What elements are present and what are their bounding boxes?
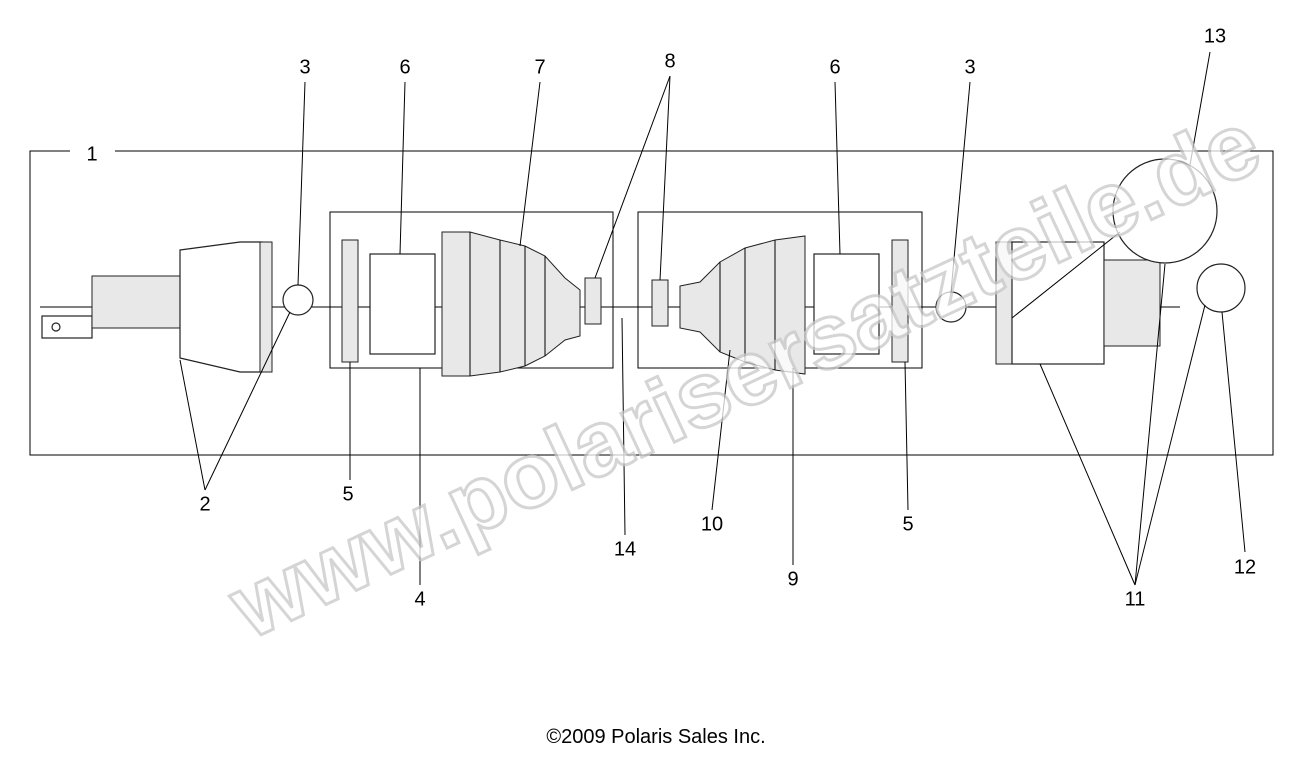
callout-10: 10 — [701, 513, 723, 535]
callout-5-left: 5 — [342, 483, 353, 505]
callout-2: 2 — [199, 493, 210, 515]
clamp-8-right — [651, 279, 669, 327]
callout-12: 12 — [1234, 556, 1256, 578]
callout-4: 4 — [414, 588, 425, 610]
callout-11: 11 — [1125, 588, 1146, 610]
leader-lines — [179, 51, 1246, 586]
ring-12 — [1196, 263, 1246, 313]
callout-1: 1 — [86, 143, 97, 165]
callout-9: 9 — [787, 568, 798, 590]
assembly-box-1 — [29, 150, 1274, 456]
outer-cv-joint — [41, 241, 273, 373]
callout-13: 13 — [1204, 25, 1226, 47]
callout-3-right: 3 — [964, 56, 975, 78]
callout-3-left: 3 — [299, 56, 310, 78]
callout-6-left: 6 — [399, 56, 410, 78]
callout-14: 14 — [614, 538, 636, 560]
inner-cv-joint-11 — [995, 241, 1161, 365]
boot-7 — [441, 231, 581, 377]
circlip-3-left — [282, 284, 314, 316]
clamp-5-left — [341, 239, 359, 363]
copyright-notice: ©2009 Polaris Sales Inc. — [546, 726, 766, 748]
grease-pack-6-right — [813, 253, 880, 355]
watermark: www.polarisersatzteile.de — [214, 92, 1274, 659]
callout-7: 7 — [534, 56, 545, 78]
clamp-8-left — [584, 277, 602, 325]
grease-pack-6-left — [369, 253, 436, 355]
boot-10 — [679, 235, 806, 375]
ring-13 — [1112, 158, 1218, 264]
clamp-5-right — [891, 239, 909, 363]
callout-8: 8 — [664, 50, 675, 72]
callout-5-right: 5 — [902, 513, 913, 535]
callout-6-right: 6 — [829, 56, 840, 78]
